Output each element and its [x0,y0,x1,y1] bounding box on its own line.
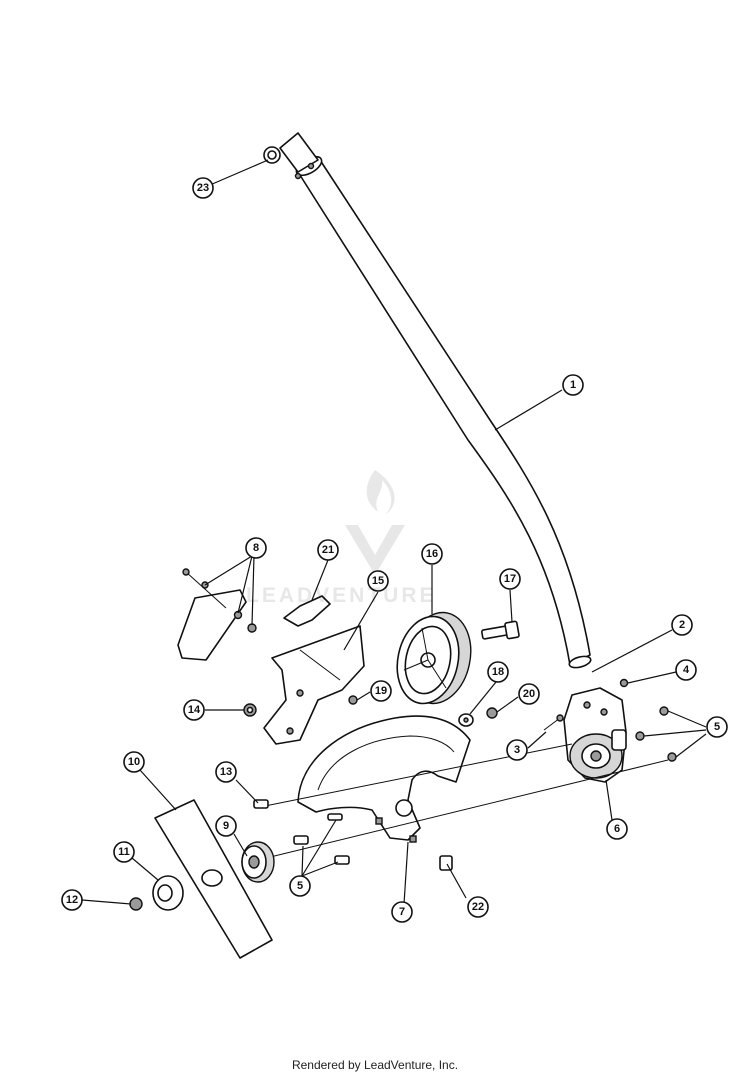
watermark-text: LEADVENTURE [246,584,437,607]
callout-6: 6 [606,818,628,840]
callout-3: 3 [506,739,528,761]
callout-21: 21 [317,539,339,561]
nut-14 [243,703,257,717]
svg-text:20: 20 [523,688,535,700]
svg-text:4: 4 [683,664,690,676]
svg-text:22: 22 [472,901,484,913]
bracket [263,625,365,745]
svg-text:5: 5 [297,880,303,892]
svg-text:3: 3 [514,744,520,756]
callout-10: 10 [123,751,145,773]
wheel [396,611,472,705]
watermark-logo-icon [345,470,405,575]
screw-4 [619,678,629,688]
screw-3 [543,714,564,731]
svg-text:17: 17 [504,573,516,585]
cutting-blade [154,799,273,959]
bolts-5-left [293,813,350,865]
footer-credit: Rendered by LeadVenture, Inc. [291,1058,459,1072]
callout-14: 14 [183,699,205,721]
svg-text:9: 9 [223,820,229,832]
washer-11 [152,875,184,911]
callout-9: 9 [215,815,237,837]
nut-12 [129,897,143,911]
svg-text:8: 8 [253,542,259,554]
knob-21 [283,595,331,627]
bearing-9 [241,841,275,883]
callout-4: 4 [675,659,697,681]
svg-text:12: 12 [66,894,78,906]
callout-5-right: 5 [706,716,728,738]
callout-23: 23 [192,177,214,199]
callout-8: 8 [245,537,267,559]
svg-text:16: 16 [426,548,438,560]
callout-17: 17 [499,568,521,590]
nut-20 [486,707,498,719]
svg-text:15: 15 [372,575,384,587]
callout-12: 12 [61,889,83,911]
svg-text:1: 1 [570,379,576,391]
svg-text:19: 19 [375,685,387,697]
blade-guard [297,715,471,843]
callout-13: 13 [215,761,237,783]
svg-text:23: 23 [197,182,209,194]
svg-text:18: 18 [492,666,504,678]
axle-bolt-17 [481,620,520,640]
callout-20: 20 [518,683,540,705]
callout-16: 16 [421,543,443,565]
svg-text:2: 2 [679,619,685,631]
washer-19 [348,695,358,705]
deflector-plate [177,568,257,661]
svg-text:7: 7 [399,906,405,918]
svg-text:14: 14 [188,704,201,716]
callout-1: 1 [562,374,584,396]
shaft-tube [263,132,592,669]
leader-lines [81,159,707,905]
callout-22: 22 [467,896,489,918]
washer-18 [458,713,474,727]
svg-text:13: 13 [220,766,232,778]
callout-5-left: 5 [289,875,311,897]
callout-2: 2 [671,614,693,636]
svg-text:11: 11 [118,846,130,858]
callout-15: 15 [367,570,389,592]
svg-text:6: 6 [614,823,620,835]
callout-19: 19 [370,680,392,702]
svg-text:10: 10 [128,756,140,768]
callout-7: 7 [391,901,413,923]
svg-text:5: 5 [714,721,720,733]
callout-11: 11 [113,841,135,863]
nuts-5-right [635,706,677,762]
gear-head [563,687,627,783]
svg-text:21: 21 [322,544,334,556]
callout-18: 18 [487,661,509,683]
bolt-22 [439,855,453,871]
